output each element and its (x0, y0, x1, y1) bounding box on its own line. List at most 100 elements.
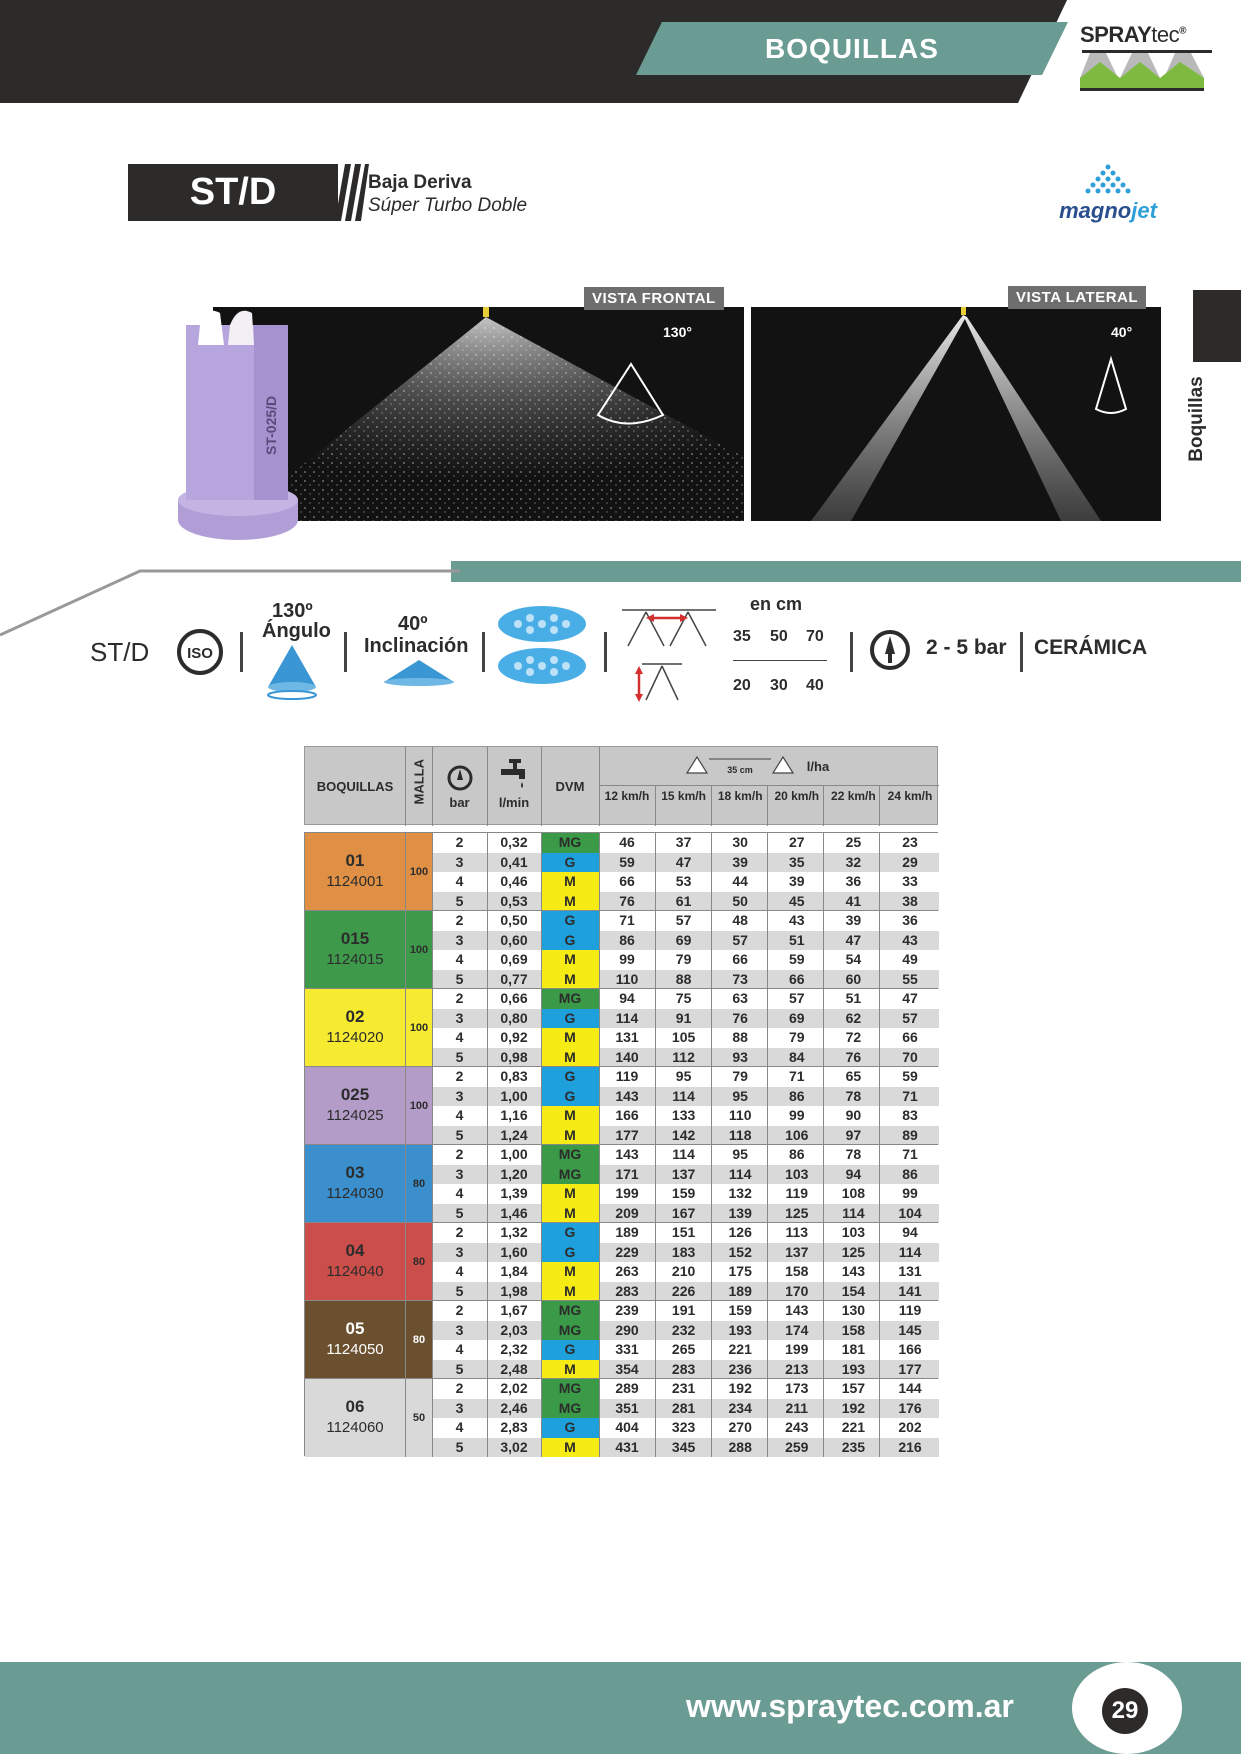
rate-cell: 97 (845, 1126, 862, 1143)
rate-cell: 139 (728, 1204, 752, 1221)
col-line (599, 1379, 600, 1457)
header-mesh: MALLA (411, 759, 427, 805)
col-line (432, 833, 433, 911)
dvm-cell: M (541, 1106, 599, 1126)
col-line (541, 747, 542, 826)
col-line (711, 1223, 712, 1301)
front-view-label: VISTA FRONTAL (584, 287, 724, 310)
iso-icon: ISO (177, 629, 223, 675)
rate-cell: 86 (789, 1146, 805, 1162)
rate-cell: 86 (619, 931, 635, 948)
iso-label: ISO (187, 645, 213, 662)
col-line (599, 1223, 600, 1301)
dvm-cell: G (541, 1242, 599, 1262)
rate-cell: 193 (728, 1321, 752, 1338)
rate-cell: 57 (732, 931, 748, 948)
pressure-cell: 5 (455, 1360, 464, 1377)
col-line (487, 1067, 488, 1145)
col-line (432, 1067, 433, 1145)
rate-cell: 69 (789, 1009, 805, 1026)
rate-cell: 216 (898, 1438, 922, 1455)
rate-cell: 39 (789, 873, 805, 889)
rate-cell: 431 (615, 1438, 639, 1455)
mesh-cell: 80 (405, 1223, 432, 1301)
mesh-cell: 100 (405, 1067, 432, 1145)
col-line (599, 747, 600, 826)
col-line (432, 989, 433, 1067)
col-line (879, 911, 880, 989)
product-code-title: ST/D (128, 164, 338, 221)
dvm-cell: MG (541, 1379, 599, 1399)
col-line (711, 1067, 712, 1145)
pressure-cell: 2 (455, 990, 464, 1006)
rate-cell: 131 (898, 1263, 922, 1279)
header-nozzle: BOQUILLAS (316, 779, 394, 794)
flow-cell: 2,02 (500, 1380, 528, 1396)
rate-cell: 263 (615, 1263, 639, 1279)
separator (482, 632, 485, 672)
divider-bar (451, 561, 1241, 582)
rate-cell: 114 (672, 1146, 695, 1162)
rate-cell: 110 (615, 970, 639, 987)
nozzle-size: 02 (345, 1007, 365, 1026)
speed-header: 12 km/h (604, 789, 650, 803)
rate-cell: 113 (785, 1224, 809, 1240)
col-line (767, 1145, 768, 1223)
pressure-cell: 3 (455, 1243, 464, 1260)
flow-cell: 0,46 (500, 873, 528, 889)
rate-cell: 94 (845, 1165, 862, 1182)
rate-cell: 143 (615, 1146, 639, 1162)
rate-cell: 78 (845, 1146, 862, 1162)
product-line1: Baja Deriva (368, 172, 472, 193)
rate-cell: 59 (619, 853, 635, 870)
rate-cell: 114 (898, 1243, 922, 1260)
pressure-cell: 2 (455, 1068, 464, 1084)
rate-cell: 144 (898, 1380, 922, 1396)
col-line (541, 989, 542, 1067)
pressure-cell: 2 (455, 1380, 464, 1396)
dvm-cell: MG (541, 833, 599, 853)
pressure-cell: 4 (455, 873, 464, 889)
col-line (487, 833, 488, 911)
col-line (879, 1067, 880, 1145)
dvm-cell: M (541, 950, 599, 970)
col-line (823, 1379, 824, 1457)
flow-cell: 1,46 (500, 1204, 528, 1221)
angle-label: Ángulo (262, 620, 331, 642)
rate-cell: 114 (672, 1087, 695, 1104)
col-line (823, 1145, 824, 1223)
col-line (711, 785, 712, 826)
rate-cell: 57 (675, 912, 692, 928)
pressure-cell: 2 (455, 1146, 464, 1162)
pressure-cell: 4 (455, 1107, 464, 1123)
rate-cell: 231 (671, 1380, 696, 1396)
flow-cell: 0,80 (500, 1009, 528, 1026)
flow-cell: 0,66 (500, 990, 528, 1006)
col-line (767, 989, 768, 1067)
flow-cell: 0,98 (500, 1048, 528, 1065)
col-line (823, 1301, 824, 1379)
header-dvm: DVM (555, 779, 585, 794)
rate-cell: 232 (671, 1321, 696, 1338)
spacing-height-icon (622, 609, 716, 702)
nozzle-size: 04 (345, 1241, 365, 1260)
droplet-pattern-icon (498, 606, 586, 684)
footer-url[interactable]: www.spraytec.com.ar (686, 1688, 1014, 1724)
col-line (879, 1301, 880, 1379)
dvm-cell: M (541, 1028, 599, 1048)
pressure-cell: 3 (455, 1165, 464, 1182)
dvm-cell: M (541, 1359, 599, 1379)
col-line (655, 989, 656, 1067)
col-line (711, 833, 712, 911)
col-line (655, 1223, 656, 1301)
col-line (541, 1067, 542, 1145)
header-rate: l/ha (806, 759, 830, 774)
rate-cell: 114 (842, 1204, 865, 1221)
nozzle-size: 03 (345, 1163, 365, 1182)
logo-graphic-icon (1080, 50, 1212, 91)
pressure-cell: 2 (455, 1302, 464, 1318)
rate-cell: 95 (732, 1146, 748, 1162)
rate-cell: 89 (902, 1126, 918, 1143)
flow-cell: 0,32 (500, 834, 528, 850)
